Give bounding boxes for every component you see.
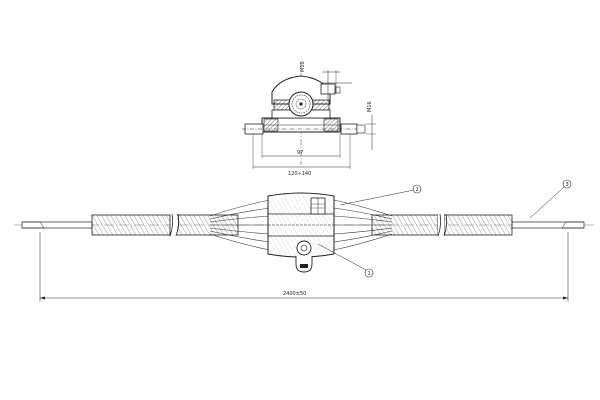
armor-rods-left [91, 214, 171, 236]
dim-m16: M16 [366, 101, 376, 150]
dim-120-140: 120÷140 [252, 134, 351, 177]
armor-rods-right-2 [443, 214, 513, 236]
dim-m10-label: M10 [300, 61, 306, 72]
dim-120-140-label: 120÷140 [288, 171, 311, 177]
callout-3: 3 [529, 179, 572, 219]
callout-1-label: 1 [368, 271, 371, 277]
callout-3-label: 3 [566, 182, 569, 188]
break-mark-left [169, 213, 180, 237]
side-view: 2400±50 2 3 1 [14, 179, 596, 302]
base-bolts [242, 123, 366, 135]
callout-2-label: 2 [416, 187, 419, 193]
dim-97-label: 97 [297, 150, 303, 156]
dim-overall-label: 2400±50 [283, 291, 306, 297]
clamp-top-bolt [310, 197, 326, 215]
dim-m10: M10 [300, 61, 352, 94]
rod-flare-left [209, 199, 271, 251]
callout-1: 1 [317, 243, 374, 278]
rod-flare-right [333, 199, 393, 251]
dim-m16-label: M16 [367, 101, 373, 112]
conductor-right [511, 221, 585, 229]
dim-overall: 2400±50 [39, 232, 569, 302]
clamp-shackle [295, 240, 313, 273]
conductor-left [21, 221, 93, 229]
callout-2: 2 [339, 184, 422, 206]
break-mark-right [437, 213, 448, 237]
cable-section [288, 91, 314, 117]
section-view: M10 M16 97 120÷140 [242, 61, 376, 177]
dim-97: 97 [261, 134, 341, 158]
